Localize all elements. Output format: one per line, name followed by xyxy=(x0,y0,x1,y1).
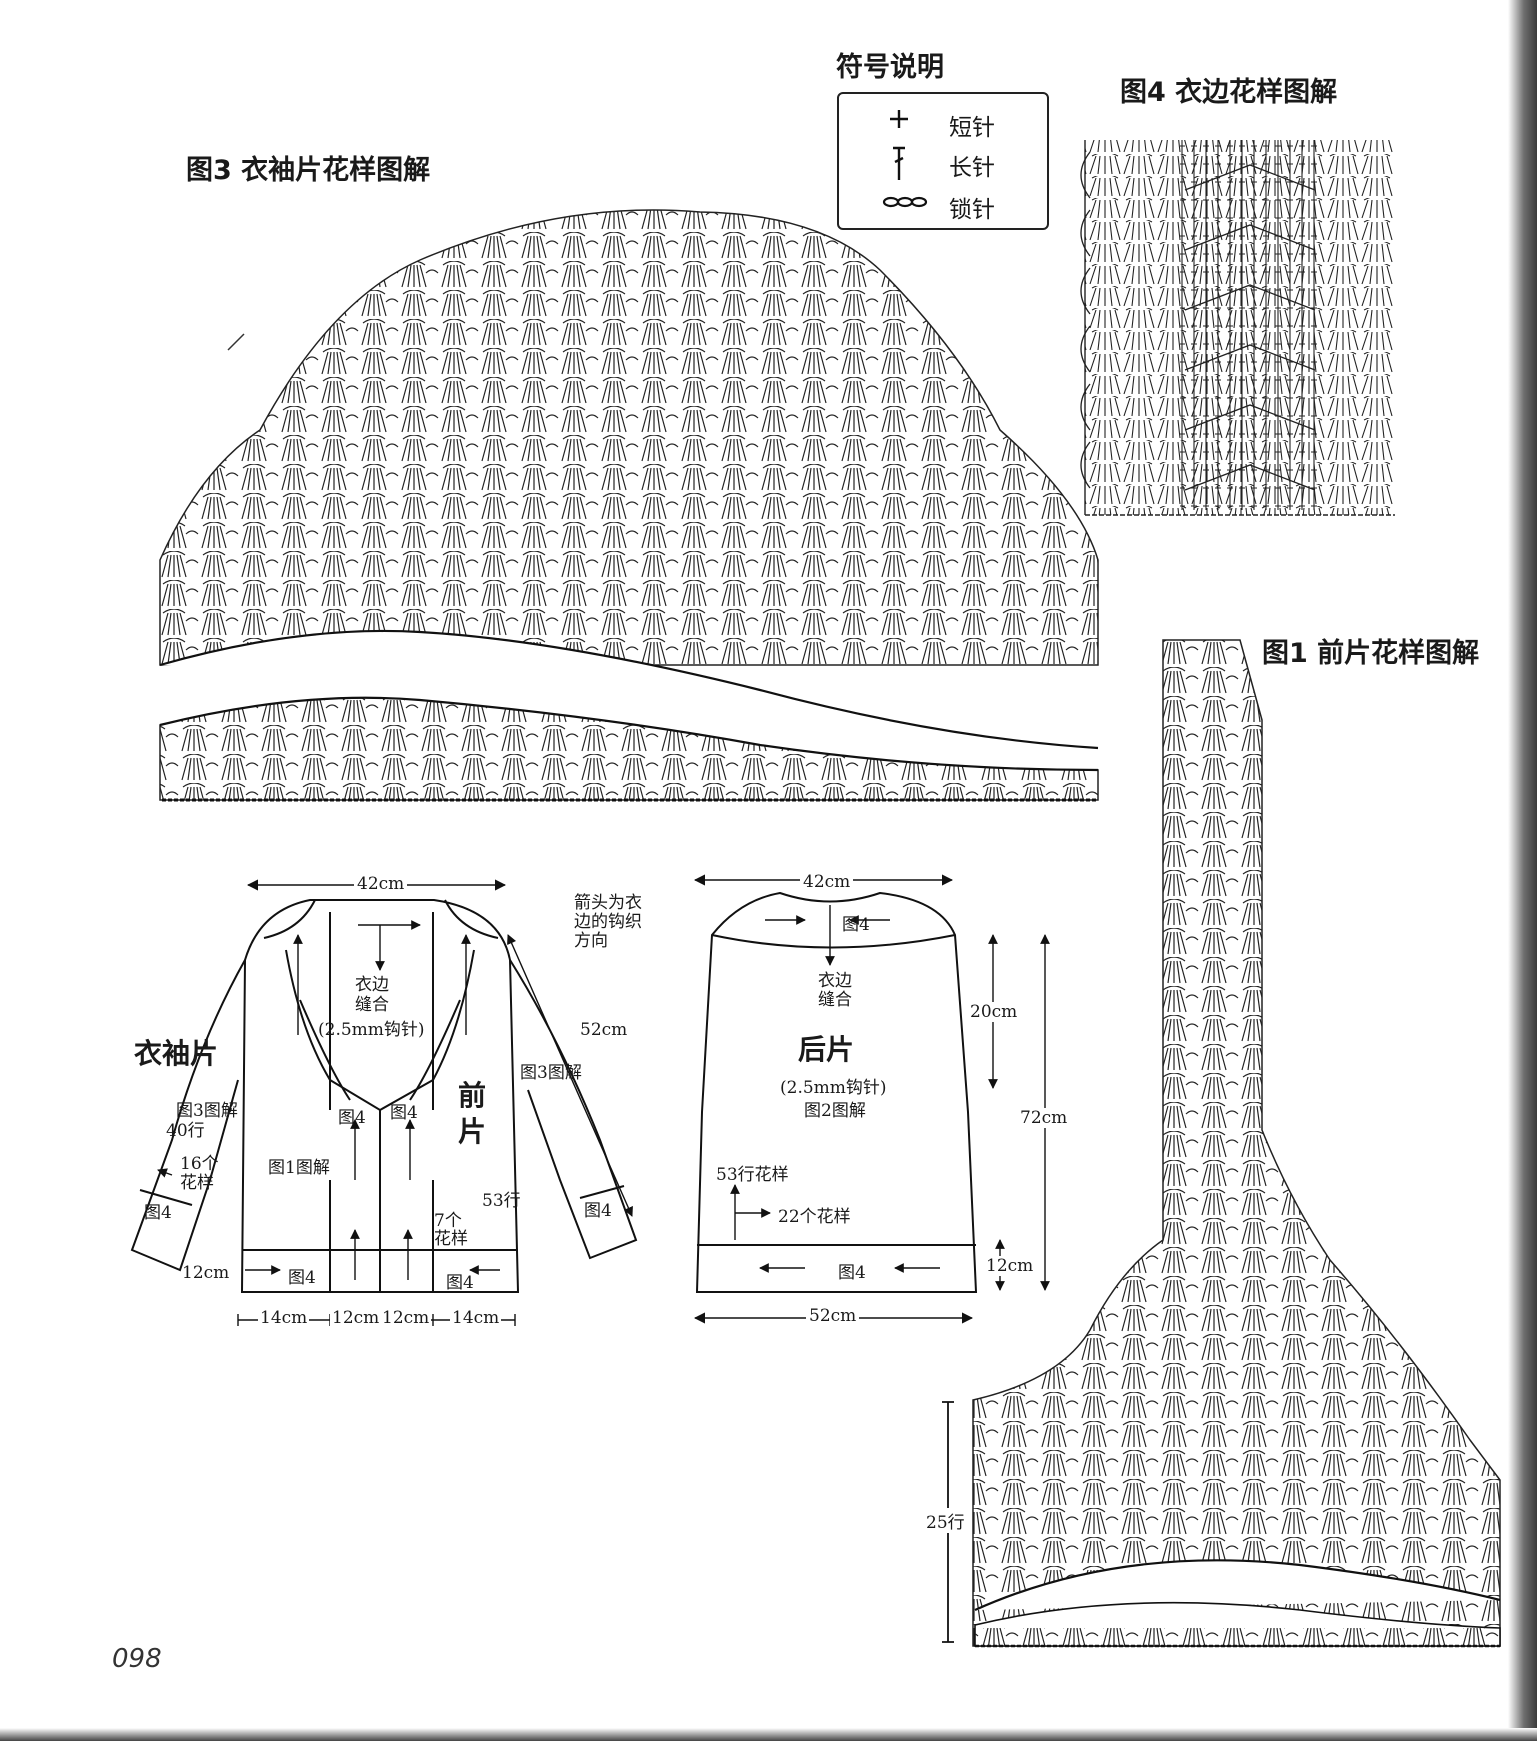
legend-label: 短针 xyxy=(949,115,995,141)
front-title-line: 片 xyxy=(458,1115,487,1148)
legend-box: 短针 长针 锁针 xyxy=(837,92,1049,230)
arrow-note-line: 方向 xyxy=(574,931,608,951)
legend-label: 锁针 xyxy=(949,197,995,223)
fig1-front-chart xyxy=(942,639,1501,1648)
back-collar-note: 衣边 缝合 xyxy=(818,972,852,1010)
legend-row-chain: 锁针 xyxy=(839,186,1051,223)
page-bottom-shadow xyxy=(0,1728,1537,1741)
back-hem-label: 图4 xyxy=(838,1263,866,1283)
front-pattern-line: 花样 xyxy=(434,1229,468,1249)
fig4-edge-chart xyxy=(1080,140,1395,516)
sleeve-title: 衣袖片 xyxy=(134,1037,219,1070)
sleeve-length-label: 52cm xyxy=(580,1020,628,1040)
back-h72-label: 72cm xyxy=(1020,1108,1068,1128)
back-collar-line: 缝合 xyxy=(818,990,852,1010)
arrow-direction-note: 箭头为衣 边的钩织 方向 xyxy=(574,894,642,951)
cuff-right-label: 图4 xyxy=(584,1201,612,1221)
front-pattern-line: 7个 xyxy=(434,1211,462,1231)
chain-stitch-icon xyxy=(879,186,939,220)
sleeve-pattern-line: 16个 xyxy=(180,1154,219,1174)
collar-note-line: 衣边 xyxy=(355,975,389,995)
back-title: 后片 xyxy=(798,1033,855,1066)
double-crochet-icon xyxy=(879,144,919,180)
width-14-left-label: 14cm xyxy=(258,1308,310,1328)
sleeve-cuff-label: 图4 xyxy=(144,1203,172,1223)
legend-title: 符号说明 xyxy=(836,52,944,83)
width-12-right-label: 12cm xyxy=(380,1308,432,1328)
arrow-note-line: 箭头为衣 xyxy=(574,893,642,913)
front-hem-right-label: 图4 xyxy=(446,1273,474,1293)
width-12-left-label: 12cm xyxy=(330,1308,382,1328)
fig1-rows-label: 25行 xyxy=(926,1508,965,1533)
fig1-title: 图1 前片花样图解 xyxy=(1262,638,1480,669)
front-title-line: 前 xyxy=(458,1079,487,1112)
fig3-sleeve-chart xyxy=(159,209,1099,802)
legend-row-double-crochet: 长针 xyxy=(839,144,1051,181)
front-title: 前 片 xyxy=(458,1078,486,1150)
page-number: 098 xyxy=(112,1644,162,1674)
front-fig1-label: 图1图解 xyxy=(268,1158,330,1178)
front-hem-left-label: 图4 xyxy=(288,1268,316,1288)
front-rows-label: 53行 xyxy=(482,1191,521,1211)
collar-note: 衣边 缝合 xyxy=(355,975,389,1015)
fig3-title: 图3 衣袖片花样图解 xyxy=(186,155,431,186)
back-h20-label: 20cm xyxy=(970,1002,1018,1022)
sleeve-fig-right-label: 图3图解 xyxy=(520,1063,582,1083)
fig4-title: 图4 衣边花样图解 xyxy=(1120,77,1338,108)
back-pattern-label: 22个花样 xyxy=(778,1207,851,1227)
back-width-bottom-label: 52cm xyxy=(806,1306,860,1326)
back-fig-label: 图2图解 xyxy=(804,1101,866,1121)
back-rows-label: 53行花样 xyxy=(716,1165,789,1185)
back-width-top-label: 42cm xyxy=(800,872,854,892)
legend-label: 长针 xyxy=(949,155,995,181)
front-fig4-right-label: 图4 xyxy=(390,1103,418,1123)
sleeve-pattern-label: 16个 花样 xyxy=(180,1155,219,1193)
sleeve-rows-label: 40行 xyxy=(166,1121,205,1141)
legend-row-single-crochet: 短针 xyxy=(839,104,1051,141)
sleeve-pattern-line: 花样 xyxy=(180,1173,214,1193)
sleeve-fig-label: 图3图解 xyxy=(176,1101,238,1121)
arrow-note-line: 边的钩织 xyxy=(574,912,642,932)
front-fig4-left-label: 图4 xyxy=(338,1108,366,1128)
back-schematic xyxy=(693,874,1050,1324)
back-collar-line: 衣边 xyxy=(818,971,852,991)
front-hook-note: (2.5mm钩针) xyxy=(318,1020,425,1040)
front-pattern-label: 7个 花样 xyxy=(434,1212,468,1248)
back-hem-height-label: 12cm xyxy=(986,1256,1034,1276)
front-hem-height-label: 12cm xyxy=(182,1263,230,1283)
collar-note-line: 缝合 xyxy=(355,995,389,1015)
single-crochet-icon xyxy=(879,104,919,138)
back-hook-label: (2.5mm钩针) xyxy=(780,1078,887,1098)
page-gutter-shadow xyxy=(1508,0,1537,1741)
front-width-label: 42cm xyxy=(354,874,408,894)
width-14-right-label: 14cm xyxy=(450,1308,502,1328)
back-collar-label: 图4 xyxy=(842,915,870,935)
